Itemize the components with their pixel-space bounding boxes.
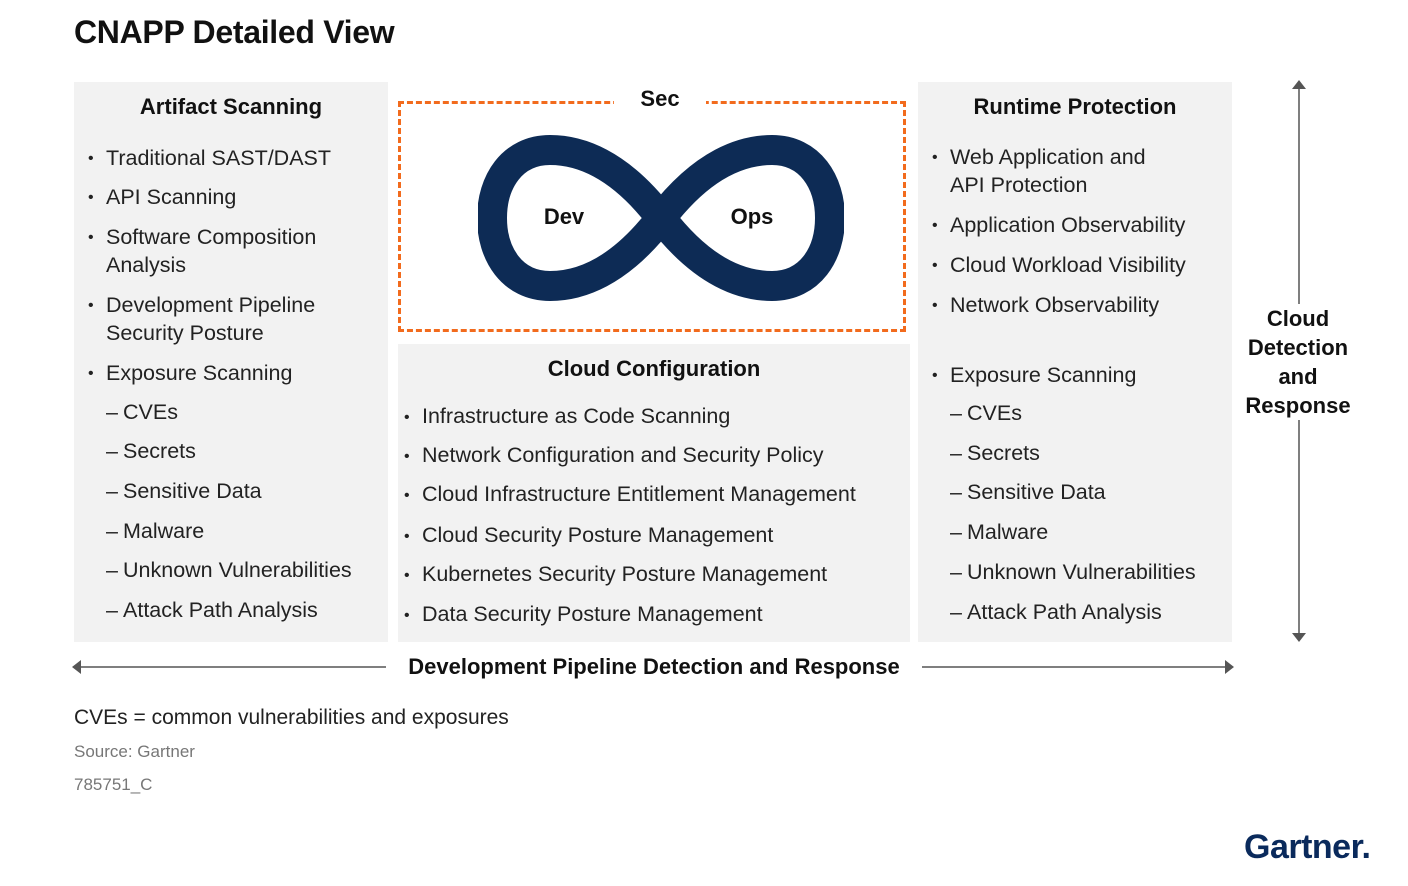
artifact-subitem-dash: – — [106, 519, 118, 543]
bullet-icon: • — [932, 257, 938, 274]
runtime-subitem: Secrets — [967, 441, 1040, 465]
artifact-subitem: Malware — [123, 519, 205, 543]
ops-label: Ops — [730, 204, 774, 229]
runtime-subitem: Sensitive Data — [967, 480, 1106, 504]
artifact-subitem: Sensitive Data — [123, 479, 262, 503]
artifact-subitem-dash: – — [106, 439, 118, 463]
bullet-icon: • — [404, 487, 410, 504]
devops-infinity-loop-icon — [478, 135, 844, 301]
runtime-item-continuation: API Protection — [950, 173, 1088, 197]
footnote: CVEs = common vulnerabilities and exposu… — [74, 706, 509, 729]
artifact-subitem: Secrets — [123, 439, 196, 463]
artifact-subitem-dash: – — [106, 400, 118, 424]
artifact-subitem: Unknown Vulnerabilities — [123, 558, 352, 582]
artifact-item: API Scanning — [106, 185, 237, 209]
artifact-item: Software Composition — [106, 225, 317, 249]
artifact-item-continuation: Security Posture — [106, 321, 264, 345]
bullet-icon: • — [404, 409, 410, 426]
runtime-subitem: CVEs — [967, 401, 1022, 425]
runtime-subitem: Unknown Vulnerabilities — [967, 560, 1196, 584]
cloud-config-item: Cloud Infrastructure Entitlement Managem… — [422, 482, 856, 506]
cloud-config-item: Kubernetes Security Posture Management — [422, 562, 828, 586]
runtime-item: Exposure Scanning — [950, 363, 1137, 387]
bullet-icon: • — [404, 607, 410, 624]
artifact-subitem: Attack Path Analysis — [123, 598, 318, 622]
artifact-scanning-title: Artifact Scanning — [139, 94, 323, 119]
page-title: CNAPP Detailed View — [74, 14, 395, 50]
artifact-subitem-dash: – — [106, 479, 118, 503]
runtime-item: Cloud Workload Visibility — [950, 253, 1186, 277]
bullet-icon: • — [88, 365, 94, 382]
cloud-detection-response-label: Cloud Detection and Response — [1236, 304, 1360, 420]
artifact-item-continuation: Analysis — [106, 253, 187, 277]
cloud-configuration-title: Cloud Configuration — [547, 356, 761, 381]
bullet-icon: • — [932, 297, 938, 314]
source-note: Source: Gartner — [74, 742, 195, 761]
cloud-configuration-panel: Cloud Configuration • Infrastructure as … — [398, 344, 910, 642]
bullet-icon: • — [404, 448, 410, 465]
figure-code: 785751_C — [74, 775, 153, 794]
artifact-item: Exposure Scanning — [106, 361, 293, 385]
cloud-config-item: Network Configuration and Security Polic… — [422, 443, 824, 467]
runtime-subitem: Malware — [967, 520, 1049, 544]
sec-label: Sec — [614, 86, 706, 112]
bullet-icon: • — [932, 149, 938, 166]
artifact-item: Traditional SAST/DAST — [106, 146, 332, 170]
runtime-subitem-dash: – — [950, 560, 962, 584]
bullet-icon: • — [404, 567, 410, 584]
cdr-line: Response — [1245, 393, 1351, 418]
artifact-item: Development Pipeline — [106, 293, 316, 317]
artifact-subitem: CVEs — [123, 400, 178, 424]
artifact-subitem-dash: – — [106, 598, 118, 622]
artifact-subitem-dash: – — [106, 558, 118, 582]
gartner-logo: Gartner. — [1244, 828, 1371, 866]
runtime-subitem: Attack Path Analysis — [967, 600, 1162, 624]
runtime-subitem-dash: – — [950, 480, 962, 504]
cdr-line: Cloud — [1266, 306, 1330, 331]
cloud-config-item: Infrastructure as Code Scanning — [422, 404, 731, 428]
dev-label: Dev — [543, 204, 585, 229]
runtime-subitem-dash: – — [950, 441, 962, 465]
runtime-subitem-dash: – — [950, 520, 962, 544]
pipeline-detection-response-label: Development Pipeline Detection and Respo… — [386, 654, 922, 680]
runtime-protection-title: Runtime Protection — [973, 94, 1177, 119]
bullet-icon: • — [404, 528, 410, 545]
bullet-icon: • — [88, 150, 94, 167]
bullet-icon: • — [932, 217, 938, 234]
cdr-line: Detection — [1247, 335, 1349, 360]
cloud-config-item: Cloud Security Posture Management — [422, 523, 774, 547]
runtime-item: Web Application and — [950, 145, 1146, 169]
runtime-protection-panel: Runtime Protection • Web Application and… — [918, 82, 1232, 642]
bullet-icon: • — [88, 297, 94, 314]
runtime-item: Network Observability — [950, 293, 1160, 317]
runtime-item: Application Observability — [950, 213, 1186, 237]
runtime-subitem-dash: – — [950, 401, 962, 425]
cdr-line: and — [1278, 364, 1318, 389]
runtime-subitem-dash: – — [950, 600, 962, 624]
bullet-icon: • — [932, 367, 938, 384]
bullet-icon: • — [88, 189, 94, 206]
artifact-scanning-panel: Artifact Scanning • Traditional SAST/DAS… — [74, 82, 388, 642]
bullet-icon: • — [88, 229, 94, 246]
cloud-config-item: Data Security Posture Management — [422, 602, 763, 626]
